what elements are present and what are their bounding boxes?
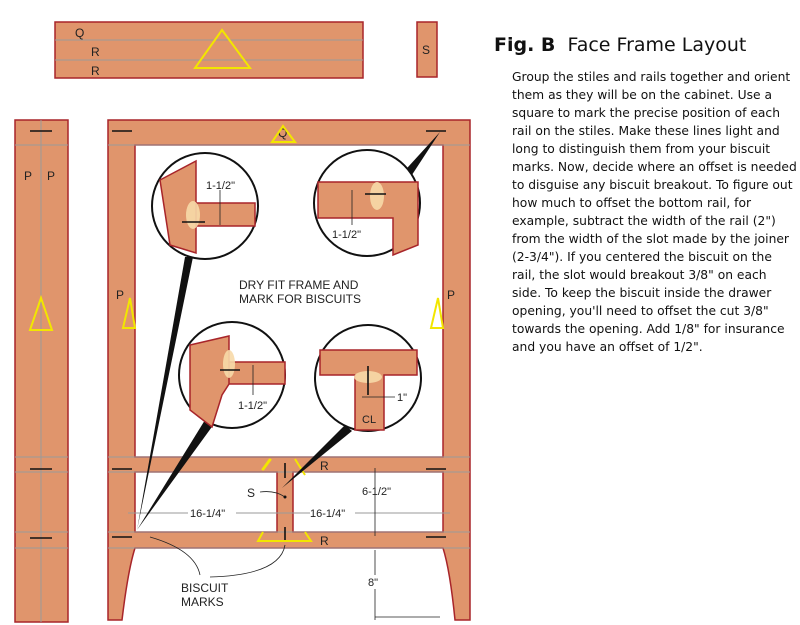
figure-title: Fig. B Face Frame Layout	[494, 34, 794, 56]
part-label-r: R	[320, 534, 329, 548]
part-label-r: R	[91, 45, 100, 59]
figure-description: Group the stiles and rails together and …	[512, 70, 797, 354]
biscuit-marks-label: BISCUIT	[181, 581, 229, 595]
orientation-triangle	[429, 297, 445, 329]
dimension-opening-height: 6-1/2"	[362, 486, 391, 498]
part-label-p: P	[47, 169, 55, 183]
part-label-s: S	[422, 43, 430, 57]
center-stile-piece: S	[416, 21, 438, 78]
stile-stack: P P	[14, 119, 69, 623]
detail-top-left: 1-1/2"	[151, 152, 259, 260]
figure-title-text: Face Frame Layout	[567, 34, 747, 56]
dimension-opening-width: 16-1/4"	[310, 508, 345, 520]
dimension-offset: 1-1/2"	[238, 400, 267, 412]
part-label-r: R	[91, 64, 100, 78]
part-label-q: Q	[75, 26, 84, 40]
part-label-p: P	[116, 288, 124, 302]
dry-fit-label: MARK FOR BISCUITS	[239, 292, 361, 306]
caption-panel: Fig. B Face Frame Layout Group the stile…	[494, 34, 797, 356]
dimension-offset: 1"	[397, 392, 407, 404]
biscuit-marks-label: MARKS	[181, 595, 224, 609]
part-label-p: P	[24, 169, 32, 183]
rail-stack: Q R R	[54, 21, 364, 79]
detail-top-right: 1-1/2"	[313, 149, 421, 257]
orientation-triangle	[270, 124, 297, 143]
centerline-symbol: CL	[362, 414, 376, 426]
detail-bottom-right: 1" CL	[314, 324, 422, 432]
orientation-triangle	[256, 531, 313, 542]
dimension-offset: 1-1/2"	[206, 180, 235, 192]
orientation-triangle	[193, 28, 252, 69]
orientation-triangle	[121, 297, 137, 329]
detail-bottom-left: 1-1/2"	[178, 321, 286, 429]
orientation-triangle	[28, 294, 54, 331]
part-label-s: S	[247, 486, 255, 500]
part-label-p: P	[447, 288, 455, 302]
part-label-q: Q	[278, 126, 287, 140]
detail-pointers	[137, 132, 440, 530]
dimension-opening-width: 16-1/4"	[190, 508, 225, 520]
dimension-leg-height: 8"	[368, 577, 378, 589]
dimension-offset: 1-1/2"	[332, 229, 361, 241]
figure-label: Fig. B	[494, 34, 556, 56]
dry-fit-label: DRY FIT FRAME AND	[239, 278, 359, 292]
part-label-r: R	[320, 459, 329, 473]
